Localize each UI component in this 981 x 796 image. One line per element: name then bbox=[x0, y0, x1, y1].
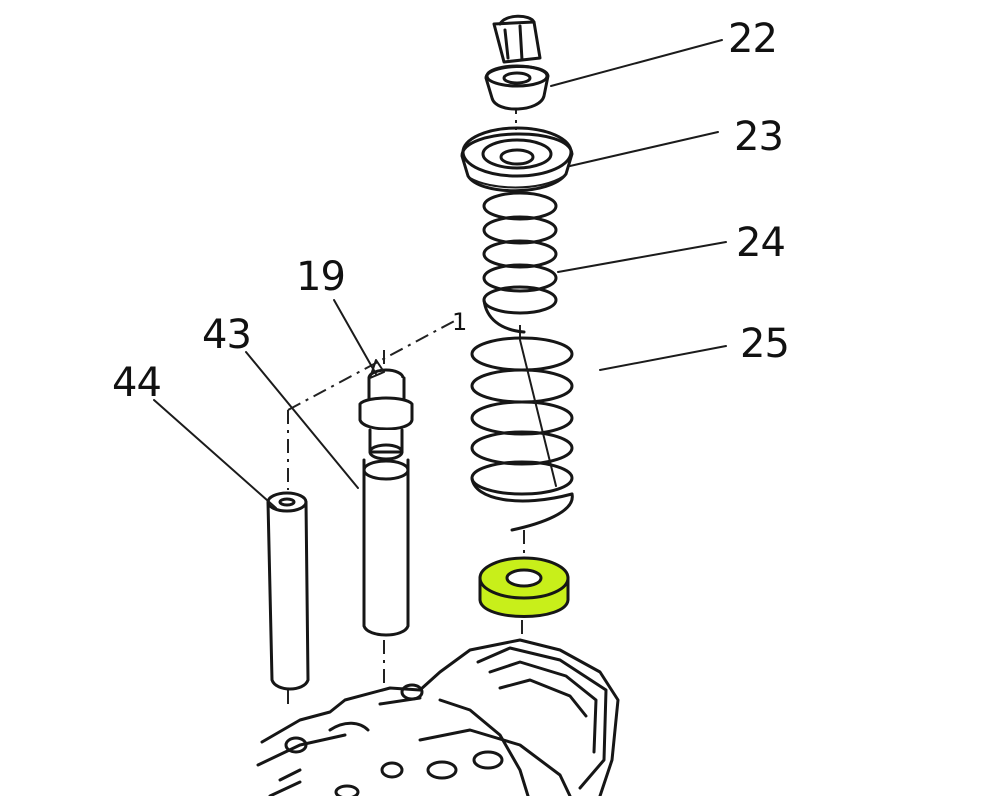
part-25-outer-spring bbox=[470, 336, 574, 532]
callout-labels: 22 23 24 25 19 43 44 1 bbox=[112, 16, 790, 406]
callout-22: 22 bbox=[728, 16, 777, 62]
axis-mark-label: 1 bbox=[452, 308, 466, 336]
leader-22 bbox=[550, 39, 723, 87]
leader-44 bbox=[153, 399, 277, 509]
leader-24 bbox=[557, 241, 727, 273]
callout-19: 19 bbox=[296, 254, 345, 300]
leader-lines bbox=[153, 39, 727, 509]
leader-23 bbox=[569, 131, 719, 167]
callout-25: 25 bbox=[740, 321, 789, 367]
part-23-spring-seat bbox=[460, 126, 574, 193]
leader-43 bbox=[245, 351, 359, 489]
valve-body-housing bbox=[256, 638, 620, 796]
callout-24: 24 bbox=[736, 220, 785, 266]
part-24-inner-spring bbox=[482, 191, 558, 334]
part-19-plunger bbox=[358, 368, 414, 637]
callout-43: 43 bbox=[202, 312, 251, 358]
leader-19 bbox=[333, 299, 377, 375]
part-22-valve-cap bbox=[484, 14, 550, 111]
callout-44: 44 bbox=[112, 360, 161, 406]
leader-25 bbox=[599, 345, 727, 371]
part-44-sleeve bbox=[266, 491, 310, 691]
callout-23: 23 bbox=[734, 114, 783, 160]
highlighted-washer bbox=[478, 556, 570, 618]
